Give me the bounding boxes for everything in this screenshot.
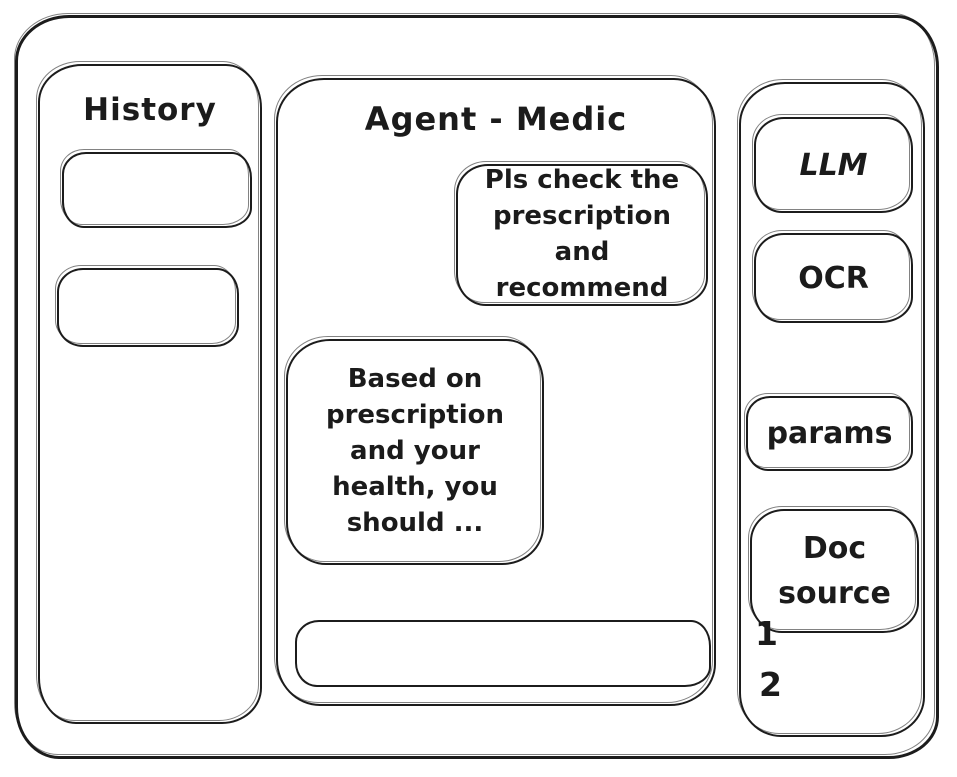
- history-item[interactable]: [60, 149, 252, 228]
- history-panel: History: [36, 61, 262, 724]
- llm-button[interactable]: LLM: [752, 114, 913, 213]
- tools-panel: LLM OCR params Doc source 1 2: [737, 79, 925, 737]
- doc-source-item-1[interactable]: 1: [755, 614, 778, 653]
- params-button[interactable]: params: [744, 393, 913, 471]
- history-item[interactable]: [55, 265, 239, 347]
- chat-title: Agent - Medic: [364, 100, 628, 138]
- ocr-button[interactable]: OCR: [752, 230, 913, 323]
- chat-input[interactable]: [295, 620, 711, 687]
- doc-source-item-2[interactable]: 2: [759, 665, 782, 704]
- doc-source-button[interactable]: Doc source: [748, 506, 919, 633]
- chat-panel: Agent - Medic Pls check the prescription…: [274, 75, 716, 706]
- user-message-bubble: Pls check the prescription and recommend: [454, 161, 708, 306]
- assistant-message-bubble: Based on prescription and your health, y…: [284, 336, 544, 565]
- history-title: History: [83, 92, 217, 128]
